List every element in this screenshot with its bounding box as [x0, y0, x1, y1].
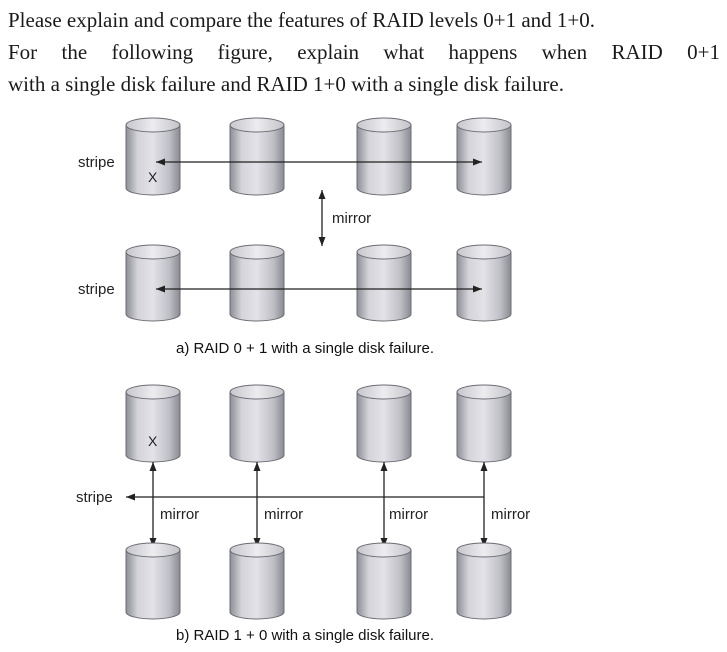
question-line-2: For the following figure, explain what h…: [8, 40, 720, 64]
disk-a-bottom-1: [125, 244, 181, 322]
question-text: Please explain and compare the features …: [8, 4, 720, 100]
disk-a-bottom-4: [456, 244, 512, 322]
disk-a-bottom-2: [229, 244, 285, 322]
disk-b-top-2: [229, 384, 285, 463]
mirror-label-b-2: mirror: [264, 506, 303, 523]
failure-mark-a: X: [148, 169, 158, 185]
stripe-label-a-top: stripe: [78, 154, 115, 171]
question-line-3: with a single disk failure and RAID 1+0 …: [8, 72, 564, 96]
question-line-1: Please explain and compare the features …: [8, 8, 595, 32]
mirror-label-b-4: mirror: [491, 506, 530, 523]
disk-a-top-1-failed: [125, 117, 181, 196]
stripe-label-b: stripe: [76, 489, 113, 506]
figure-a-raid-0-plus-1: stripe X mirror stripe a) RAID 0 + 1 wit…: [78, 117, 512, 357]
disk-a-top-4: [456, 117, 512, 196]
disk-b-bottom-3: [356, 542, 412, 620]
caption-b: b) RAID 1 + 0 with a single disk failure…: [176, 627, 434, 644]
disk-b-top-4: [456, 384, 512, 463]
disk-b-top-1-failed: [125, 384, 181, 463]
disk-b-bottom-2: [229, 542, 285, 620]
stripe-label-a-bottom: stripe: [78, 281, 115, 298]
disk-a-top-2: [229, 117, 285, 196]
disk-b-bottom-1: [125, 542, 181, 620]
failure-mark-b: X: [148, 433, 158, 449]
disk-a-bottom-3: [356, 244, 412, 322]
disk-a-top-3: [356, 117, 412, 196]
mirror-label-b-3: mirror: [389, 506, 428, 523]
disk-b-top-3: [356, 384, 412, 463]
caption-a: a) RAID 0 + 1 with a single disk failure…: [176, 340, 434, 357]
figure-b-raid-1-plus-0: X stripe mirror mirror mirror mirror: [76, 384, 530, 644]
disk-b-bottom-4: [456, 542, 512, 620]
mirror-label-b-1: mirror: [160, 506, 199, 523]
mirror-label-a: mirror: [332, 210, 371, 227]
